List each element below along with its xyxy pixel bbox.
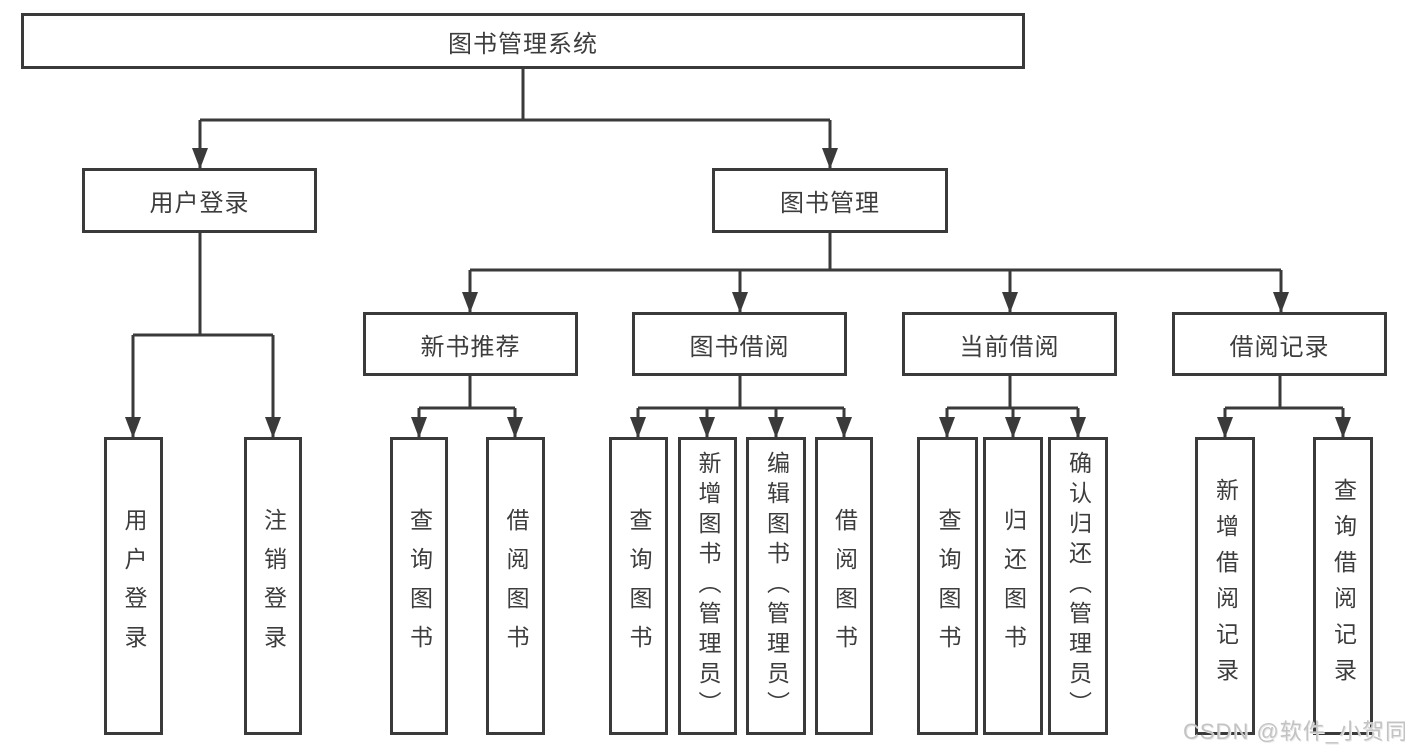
leaf-query-borrow-record-label: 查询借阅记录 <box>1330 478 1357 694</box>
watermark: CSDN @软件_小贺同学 <box>1183 719 1405 744</box>
node-current-borrow-label: 当前借阅 <box>959 333 1060 361</box>
leaf-borrow-books-borrow-label: 借阅图书 <box>831 508 858 664</box>
node-user-login-label: 用户登录 <box>149 190 250 217</box>
node-library-system: 图书管理系统 <box>21 13 1025 69</box>
node-new-book-recommend: 新书推荐 <box>363 312 578 376</box>
node-borrow-records-label: 借阅记录 <box>1229 333 1330 361</box>
node-book-borrow-label: 图书借阅 <box>689 333 790 361</box>
leaf-user-login-label: 用户登录 <box>121 508 147 664</box>
node-user-login: 用户登录 <box>82 168 317 233</box>
leaf-query-books-recommend-label: 查询图书 <box>406 508 433 664</box>
leaf-confirm-return-admin-label: 确认归还（管理员） <box>1065 451 1092 721</box>
leaf-add-borrow-record: 新增借阅记录 <box>1195 437 1255 735</box>
leaf-add-book-admin-label: 新增图书（管理员） <box>695 451 721 721</box>
node-book-management-label: 图书管理 <box>780 190 880 217</box>
node-book-borrow: 图书借阅 <box>632 312 847 376</box>
leaf-borrow-books-recommend-label: 借阅图书 <box>503 508 529 664</box>
leaf-logout-label: 注销登录 <box>260 508 287 664</box>
leaf-add-borrow-record-label: 新增借阅记录 <box>1212 478 1239 694</box>
leaf-borrow-books-borrow: 借阅图书 <box>815 437 873 735</box>
leaf-return-book: 归还图书 <box>983 437 1043 735</box>
leaf-edit-book-admin-label: 编辑图书（管理员） <box>763 451 790 721</box>
leaf-edit-book-admin: 编辑图书（管理员） <box>746 437 806 735</box>
leaf-logout: 注销登录 <box>244 437 302 735</box>
node-new-book-recommend-label: 新书推荐 <box>420 333 521 361</box>
leaf-add-book-admin: 新增图书（管理员） <box>678 437 737 735</box>
leaf-borrow-books-recommend: 借阅图书 <box>486 437 545 735</box>
leaf-confirm-return-admin: 确认归还（管理员） <box>1048 437 1108 735</box>
connector-paths <box>131 69 1345 437</box>
leaf-return-book-label: 归还图书 <box>1000 508 1027 664</box>
node-book-management: 图书管理 <box>712 168 948 233</box>
node-library-system-label: 图书管理系统 <box>448 30 598 58</box>
leaf-query-books-recommend: 查询图书 <box>390 437 448 735</box>
node-current-borrow: 当前借阅 <box>902 312 1117 376</box>
leaf-query-books-borrow-label: 查询图书 <box>626 508 652 664</box>
leaf-query-books-current: 查询图书 <box>917 437 978 735</box>
leaf-query-borrow-record: 查询借阅记录 <box>1313 437 1373 735</box>
leaf-query-books-borrow: 查询图书 <box>609 437 668 735</box>
leaf-user-login: 用户登录 <box>104 437 163 735</box>
node-borrow-records: 借阅记录 <box>1172 312 1387 376</box>
leaf-query-books-current-label: 查询图书 <box>935 508 961 664</box>
